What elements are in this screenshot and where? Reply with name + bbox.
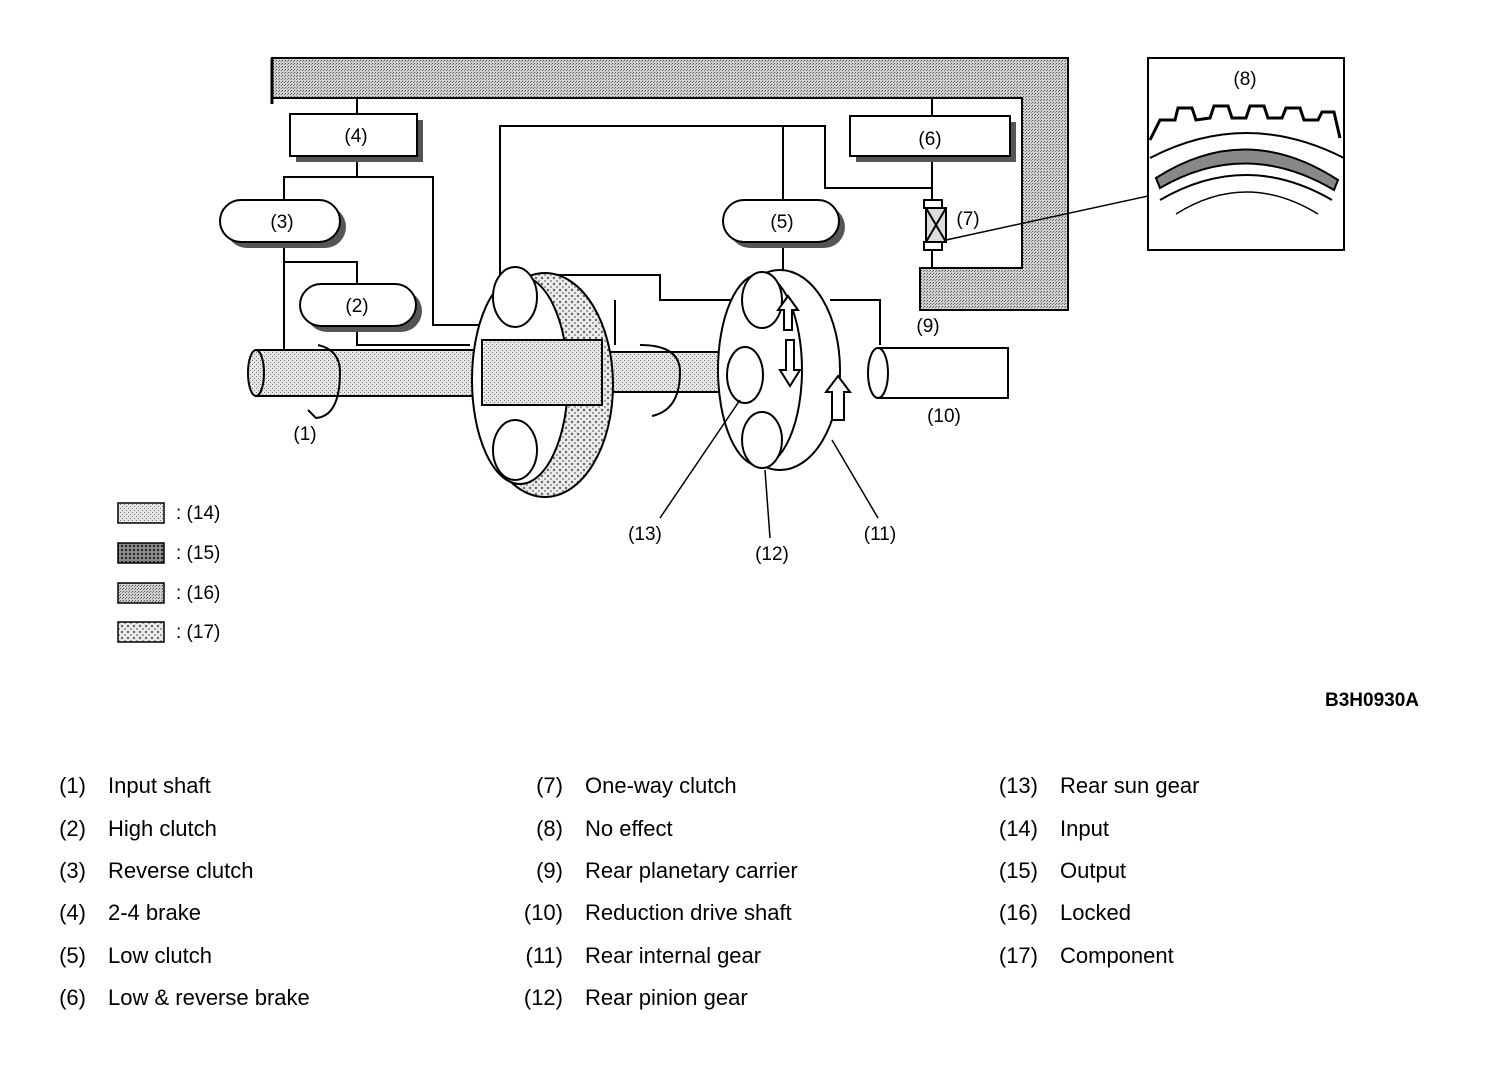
legend-column-1: (1) Input shaft (2) High clutch (3) Reverse…: [30, 765, 310, 1019]
key-label-15: : (15): [176, 543, 220, 564]
internal-gear-arrow: [824, 374, 852, 421]
detail-sprags: [1154, 148, 1340, 192]
legend-item: (3) Reverse clutch: [30, 850, 310, 892]
label-reduction-drive-shaft: (10): [927, 406, 961, 427]
legend-item: (4) 2-4 brake: [30, 892, 310, 934]
label-low-reverse-brake: (6): [918, 129, 941, 150]
legend-number: (12): [523, 985, 563, 1011]
legend-number: (5): [59, 942, 86, 968]
legend-item: (7) One-way clutch: [505, 765, 798, 807]
legend-text: No effect: [585, 815, 673, 841]
high-clutch: [299, 283, 417, 327]
pattern-key: : (14) : (15) : (16) : (17): [117, 502, 220, 643]
figure-code: B3H0930A: [1325, 690, 1419, 711]
label-high-clutch: (2): [345, 296, 368, 317]
label-2-4-brake: (4): [344, 126, 367, 147]
legend-text: Rear internal gear: [585, 942, 762, 968]
legend-text: Locked: [1060, 900, 1131, 926]
legend-number: (2): [59, 815, 86, 841]
legend-column-3: (13) Rear sun gear (14) Input (15) Output (…: [980, 765, 1200, 977]
label-one-way-clutch: (7): [956, 209, 979, 230]
legend-text: Component: [1060, 942, 1174, 968]
legend-text: Low & reverse brake: [108, 985, 310, 1011]
label-rear-pinion-gear: (12): [755, 544, 789, 565]
pinion-arrow-down: [778, 339, 802, 388]
legend-item: (6) Low & reverse brake: [30, 977, 310, 1019]
legend-text: Input: [1060, 815, 1109, 841]
legend-item: (2) High clutch: [30, 807, 310, 849]
legend-text: Rear pinion gear: [585, 985, 748, 1011]
legend-item: (16) Locked: [980, 892, 1199, 934]
legend-column-2: (7) One-way clutch (8) No effect (9) Rear p…: [505, 765, 798, 1019]
legend-item: (10) Reduction drive shaft: [505, 892, 798, 934]
legend-number: (8): [536, 815, 563, 841]
label-rear-planetary-carrier: (9): [916, 316, 939, 337]
one-way-clutch: [923, 199, 947, 251]
legend-item: (5) Low clutch: [30, 935, 310, 977]
legend-text: Input shaft: [108, 773, 211, 799]
label-no-effect: (8): [1233, 69, 1256, 90]
legend-number: (4): [59, 900, 86, 926]
legend-text: 2-4 brake: [108, 900, 201, 926]
label-reverse-clutch: (3): [270, 212, 293, 233]
legend-number: (13): [998, 773, 1038, 799]
legend-text: High clutch: [108, 815, 217, 841]
label-rear-sun-gear: (13): [628, 524, 662, 545]
rear-sun-gear: [726, 346, 764, 404]
key-label-16: : (16): [176, 583, 220, 604]
callout-line-8: [945, 195, 1149, 241]
detail-gear-teeth: [1148, 104, 1342, 141]
legend-item: (1) Input shaft: [30, 765, 310, 807]
input-shaft: [255, 349, 487, 397]
low-clutch: [722, 199, 840, 243]
legend-item: (13) Rear sun gear: [980, 765, 1200, 807]
label-low-clutch: (5): [770, 212, 793, 233]
key-swatch-output: [117, 542, 165, 564]
connection-lines: [283, 98, 933, 360]
legend-number: (15): [998, 857, 1038, 883]
key-swatch-input: [117, 502, 165, 524]
legend-item: (14) Input: [980, 807, 1199, 849]
legend-number: (9): [536, 857, 563, 883]
legend-item: (8) No effect: [505, 807, 798, 849]
transmission-case: [271, 57, 1069, 311]
two-four-brake: [289, 113, 418, 157]
legend-number: (1): [59, 773, 86, 799]
legend-number: (6): [59, 985, 86, 1011]
legend-item: (11) Rear internal gear: [505, 935, 798, 977]
low-reverse-brake: [849, 115, 1011, 157]
reverse-clutch: [219, 199, 341, 243]
front-planetary-set: [471, 266, 614, 498]
legend-number: (7): [536, 773, 563, 799]
key-label-17: : (17): [176, 622, 220, 643]
legend-text: Reduction drive shaft: [585, 900, 792, 926]
legend-item: (17) Component: [980, 935, 1199, 977]
input-rotation-arrow: [307, 344, 342, 420]
legend-text: One-way clutch: [585, 773, 737, 799]
transmission-diagram: (4) (6) (3) (2) (5) (7) (8) (9) (1) (10)…: [117, 57, 1345, 643]
legend-item: (12) Rear pinion gear: [505, 977, 798, 1019]
legend-number: (11): [525, 942, 564, 968]
legend-text: Low clutch: [108, 942, 212, 968]
legend-item: (15) Output: [980, 850, 1199, 892]
key-label-14: : (14): [176, 503, 220, 524]
legend-number: (17): [998, 942, 1038, 968]
legend-text: Reverse clutch: [108, 857, 254, 883]
legend-number: (14): [998, 815, 1038, 841]
label-rear-internal-gear: (11): [864, 524, 896, 545]
key-swatch-component: [117, 621, 165, 643]
key-swatch-locked: [117, 582, 165, 604]
legend-number: (10): [523, 900, 563, 926]
reduction-drive-shaft: [867, 347, 1009, 399]
legend-text: Rear sun gear: [1060, 773, 1200, 799]
label-input-shaft: (1): [293, 424, 316, 445]
legend-number: (16): [998, 900, 1038, 926]
pinion-arrow-up: [776, 294, 800, 331]
legend-text: Rear planetary carrier: [585, 857, 798, 883]
legend-item: (9) Rear planetary carrier: [505, 850, 798, 892]
legend-text: Output: [1060, 857, 1127, 883]
legend-number: (3): [59, 857, 86, 883]
